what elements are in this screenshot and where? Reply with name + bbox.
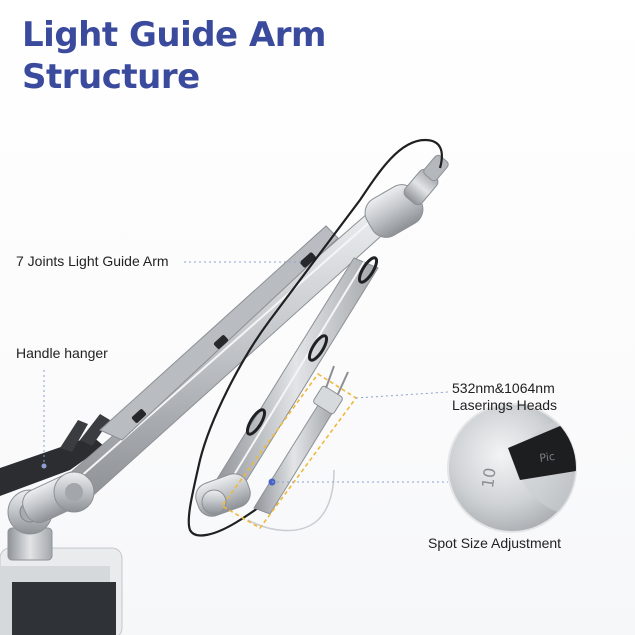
callout-laser-heads: 532nm&1064nm Laserings Heads bbox=[452, 380, 558, 413]
spot-size-dial: Pic 10 bbox=[447, 403, 577, 533]
page-title: Light Guide Arm Structure bbox=[22, 15, 326, 97]
dial-tab-text: Pic bbox=[539, 450, 556, 465]
fiber-cable bbox=[187, 138, 443, 537]
heads-highlight-box bbox=[220, 372, 358, 530]
lower-arm bbox=[195, 256, 379, 517]
callout-handle-hanger: Handle hanger bbox=[16, 345, 108, 361]
laser-handpiece bbox=[247, 365, 349, 532]
callout-spot-size: Spot Size Adjustment bbox=[428, 535, 562, 551]
top-elbow-joint bbox=[364, 154, 449, 238]
leader-lines bbox=[43, 261, 449, 483]
callout-light-guide-arm: 7 Joints Light Guide Arm bbox=[16, 253, 169, 269]
hanger-leader-dot bbox=[41, 463, 47, 469]
machine-base bbox=[0, 527, 123, 635]
dial-number: 10 bbox=[478, 467, 500, 490]
handle-hanger bbox=[0, 414, 110, 496]
